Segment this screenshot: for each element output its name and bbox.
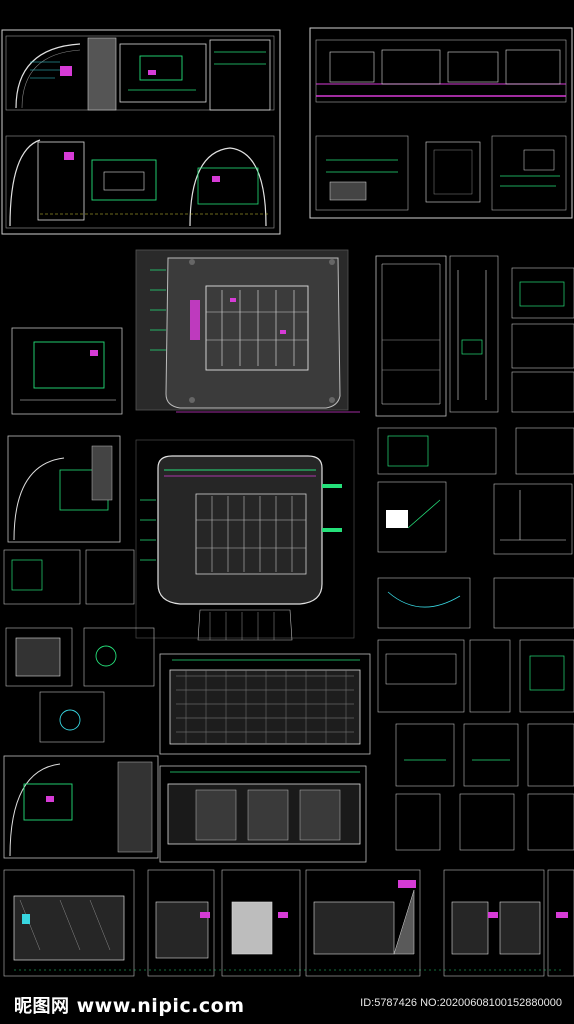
floor-plan-upper — [135, 249, 360, 413]
watermark-bar — [0, 984, 574, 1024]
elevation-sheet-top-right — [309, 27, 573, 219]
watermark-site-url: www.nipic.com — [76, 995, 245, 1017]
detail-sheets-left-column — [3, 327, 159, 859]
detail-sheets-right-column — [375, 255, 574, 851]
watermark-site-name: 昵图网 — [14, 996, 70, 1017]
watermark-image-id: ID:5787426 NO:20200608100152880000 — [360, 997, 562, 1009]
watermark-site: 昵图网 www.nipic.com — [14, 992, 245, 1018]
elevation-sheet-top-left — [1, 29, 281, 235]
cad-drawing-canvas — [1, 27, 574, 977]
elevation-row-bottom — [3, 869, 574, 977]
floor-plan-lower — [135, 439, 355, 641]
ceiling-elevation-strip — [159, 653, 371, 863]
